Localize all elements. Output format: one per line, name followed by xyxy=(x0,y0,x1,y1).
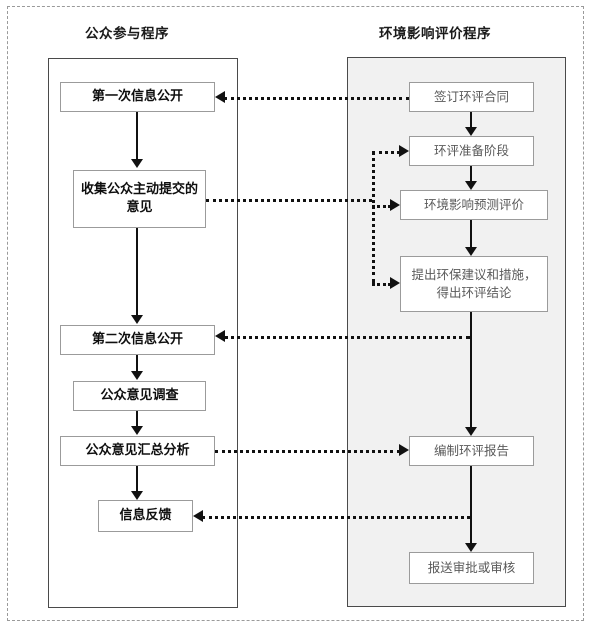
dotted-flow-r1-to-l1 xyxy=(224,97,409,100)
dotted-flow-r5-to-l6 xyxy=(202,516,470,519)
node-label: 环境影响预测评价 xyxy=(423,197,524,213)
dotted-flow-l2-trunk xyxy=(206,199,372,202)
node-eia-preparation-stage[interactable]: 环评准备阶段 xyxy=(409,136,534,166)
arrowhead-l2-to-r2 xyxy=(399,145,409,157)
node-collect-public-submitted-opinions[interactable]: 收集公众主动提交的意见 xyxy=(73,170,206,228)
dotted-flow-l5-to-r5 xyxy=(215,450,400,453)
flow-r4-to-r5 xyxy=(470,312,473,428)
arrowhead-l1-to-l2 xyxy=(131,159,143,168)
flow-l2-to-l3 xyxy=(136,228,139,316)
node-label: 提出环保建议和措施，得出环评结论 xyxy=(411,267,537,300)
arrowhead-r2-to-r3 xyxy=(465,181,477,190)
flow-l5-to-l6 xyxy=(136,466,139,492)
node-compile-eia-report[interactable]: 编制环评报告 xyxy=(409,436,534,466)
node-sign-eia-contract[interactable]: 签订环评合同 xyxy=(409,82,534,112)
node-propose-measures-and-conclusion[interactable]: 提出环保建议和措施，得出环评结论 xyxy=(400,256,548,312)
flow-r5-to-r6 xyxy=(470,466,473,544)
arrowhead-l2-to-l3 xyxy=(131,315,143,324)
dotted-flow-r4-to-l3 xyxy=(224,336,470,339)
node-label: 公众意见调查 xyxy=(100,387,179,403)
node-public-opinion-survey[interactable]: 公众意见调查 xyxy=(73,381,206,411)
arrowhead-l3-to-l4 xyxy=(131,371,143,380)
flow-r3-to-r4 xyxy=(470,220,473,248)
column-title-eia-procedure: 环境影响评价程序 xyxy=(379,26,491,42)
node-label: 编制环评报告 xyxy=(433,443,509,459)
flow-l3-to-l4 xyxy=(136,355,139,372)
dotted-flow-l2-to-r4 xyxy=(372,283,391,286)
arrowhead-l5-to-l6 xyxy=(131,491,143,500)
arrowhead-l5-to-r5 xyxy=(399,444,409,456)
arrowhead-r4-to-l3 xyxy=(215,330,225,342)
column-title-public-participation: 公众参与程序 xyxy=(85,26,169,42)
node-first-information-disclosure[interactable]: 第一次信息公开 xyxy=(60,82,215,112)
flow-r1-to-r2 xyxy=(470,112,473,128)
dotted-flow-l2-to-r3 xyxy=(372,205,391,208)
arrowhead-r4-to-r5 xyxy=(465,427,477,436)
dotted-branch-trunk-vertical xyxy=(372,151,375,283)
node-label: 报送审批或审核 xyxy=(427,560,516,576)
node-label: 第一次信息公开 xyxy=(91,88,183,104)
node-second-information-disclosure[interactable]: 第二次信息公开 xyxy=(60,325,215,355)
arrowhead-r1-to-l1 xyxy=(215,91,225,103)
arrowhead-r3-to-r4 xyxy=(465,247,477,256)
node-label: 公众意见汇总分析 xyxy=(85,442,190,458)
page-border xyxy=(7,6,584,621)
arrowhead-r5-to-l6 xyxy=(193,510,203,522)
node-label: 环评准备阶段 xyxy=(433,143,509,159)
node-submit-for-approval-or-review[interactable]: 报送审批或审核 xyxy=(409,552,534,584)
flow-r2-to-r3 xyxy=(470,166,473,182)
node-information-feedback[interactable]: 信息反馈 xyxy=(98,500,193,532)
node-label: 收集公众主动提交的意见 xyxy=(80,181,198,215)
dotted-flow-l2-to-r2 xyxy=(372,151,400,154)
arrowhead-l2-to-r3 xyxy=(390,199,400,211)
arrowhead-r5-to-r6 xyxy=(465,543,477,552)
node-label: 第二次信息公开 xyxy=(91,331,183,347)
arrowhead-l2-to-r4 xyxy=(390,277,400,289)
arrowhead-l4-to-l5 xyxy=(131,426,143,435)
arrowhead-r1-to-r2 xyxy=(465,127,477,136)
node-label: 签订环评合同 xyxy=(433,89,509,105)
flow-l4-to-l5 xyxy=(136,411,139,427)
flow-l1-to-l2 xyxy=(136,112,139,160)
node-label: 信息反馈 xyxy=(119,507,172,523)
node-environmental-impact-prediction-assessment[interactable]: 环境影响预测评价 xyxy=(400,190,548,220)
node-public-opinion-summary-analysis[interactable]: 公众意见汇总分析 xyxy=(60,436,215,466)
